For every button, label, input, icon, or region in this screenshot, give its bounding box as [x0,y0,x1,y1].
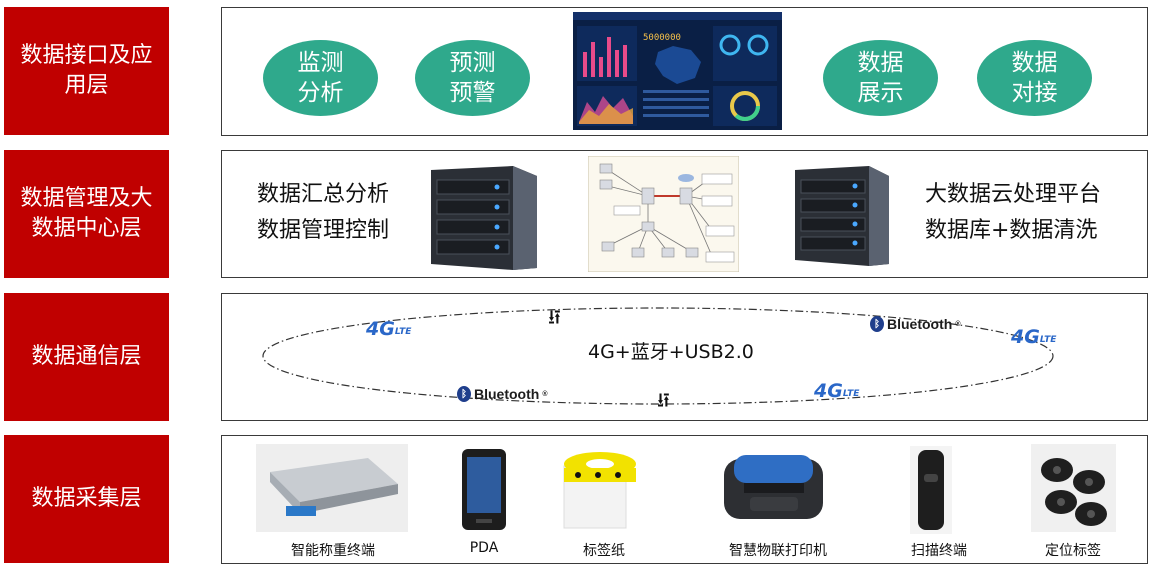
oval-data-docking: 数据 对接 [977,40,1092,116]
layer-label-collection: 数据采集层 [4,435,169,563]
bluetooth-icon: ᛒ [457,386,471,402]
usb-icon-1: ⭿ [548,303,561,337]
layer-label-data-center: 数据管理及大 数据中心层 [4,150,169,278]
device-caption-scanner: 扫描终端 [900,540,978,560]
device-caption-label: 标签纸 [571,540,637,560]
server-icon-left [417,164,543,272]
device-caption-pda: PDA [454,540,514,556]
text-data-summary: 数据汇总分析 [257,177,389,213]
device-caption-printer: 智慧物联打印机 [718,540,838,560]
device-caption-scale: 智能称重终端 [278,540,388,560]
dashboard-thumbnail: 5000000 [573,12,782,130]
communication-center-label: 4G+蓝牙+USB2.0 [588,340,754,364]
collection-layer-panel: 智能称重终端 PDA 标签纸 智慧物联打印机 扫描终端 定位标签 [221,435,1148,564]
label-paper-image [560,444,643,531]
logo-4g-lte-2: 4GLTE [1011,326,1056,348]
oval-monitor-analysis: 监测 分析 [263,40,378,116]
network-topology-diagram [588,156,739,272]
text-data-control: 数据管理控制 [257,213,389,249]
text-cloud-platform: 大数据云处理平台 [925,177,1101,213]
data-center-right-text: 大数据云处理平台 数据库+数据清洗 [925,177,1101,249]
layer-label-application: 数据接口及应 用层 [4,7,169,135]
svg-text:5000000: 5000000 [643,33,681,43]
data-center-left-text: 数据汇总分析 数据管理控制 [257,177,389,249]
pda-image [460,447,508,532]
bluetooth-icon: ᛒ [870,316,884,332]
positioning-tag-image [1031,444,1116,532]
application-layer-panel: 监测 分析 预测 预警 5000000 数据 展示 数据 对接 [221,7,1148,136]
smart-printer-image [720,451,827,525]
layer-label-communication: 数据通信层 [4,293,169,421]
weighing-scale-image [256,444,408,532]
logo-4g-lte-3: 4GLTE [814,380,859,402]
device-caption-tag: 定位标签 [1033,540,1113,560]
logo-4g-lte-1: 4GLTE [366,318,411,340]
oval-forecast-warning: 预测 预警 [415,40,530,116]
data-center-layer-panel: 数据汇总分析 数据管理控制 [221,150,1148,278]
text-database-cleaning: 数据库+数据清洗 [925,213,1101,249]
oval-data-display: 数据 展示 [823,40,938,116]
usb-icon-2: ⭿ [657,386,670,420]
server-icon-right [789,164,895,268]
scan-terminal-image [910,446,952,534]
